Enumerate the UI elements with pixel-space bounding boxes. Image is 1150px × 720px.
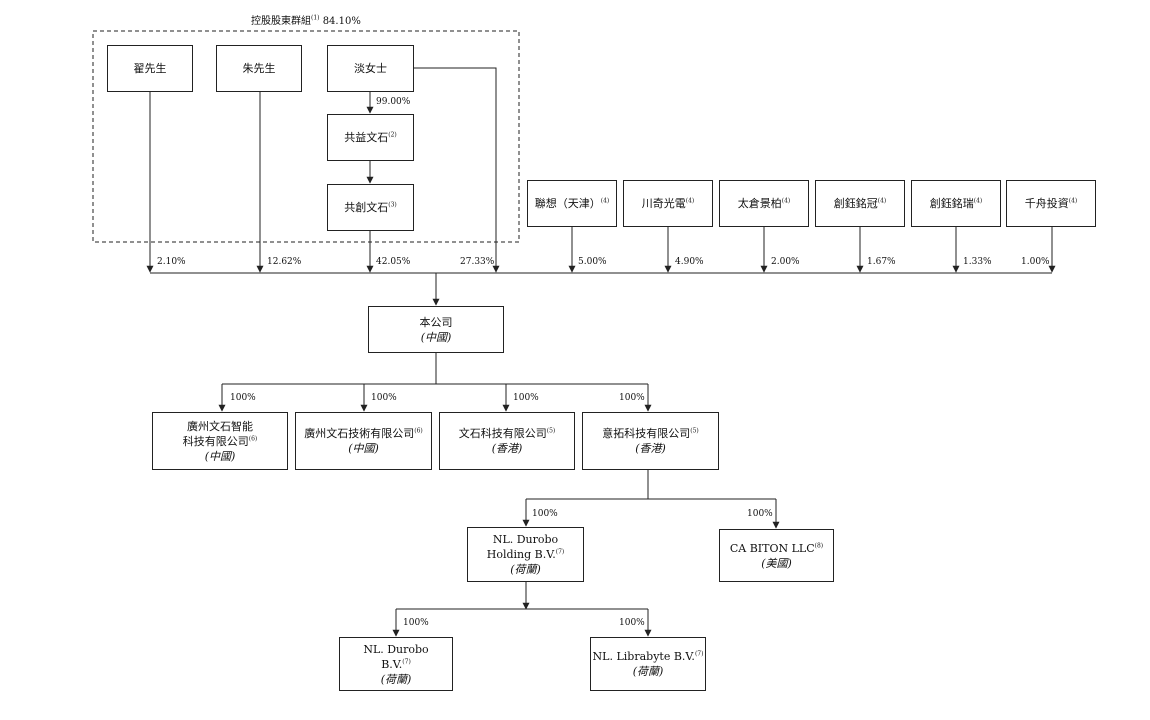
pct-cg1: 1.67% (867, 257, 896, 267)
pct-nl-librabyte: 100% (619, 618, 645, 628)
holder-gongchuang: 共創文石(3) (327, 184, 414, 231)
sub-nl-librabyte: NL. Librabyte B.V.(7) (荷蘭) (590, 637, 706, 691)
pct-tan-gongyi: 99.00% (376, 97, 411, 107)
pct-nl-holding: 100% (532, 509, 558, 519)
sub-ca-biton: CA BITON LLC(8) (美國) (719, 529, 834, 582)
pct-gongchuang: 42.05% (376, 257, 411, 267)
holder-chuanqi: 川奇光電(4) (623, 180, 713, 227)
pct-nl-bv: 100% (403, 618, 429, 628)
holder-cg2: 創鈺銘瑞(4) (911, 180, 1001, 227)
holder-gongyi: 共益文石(2) (327, 114, 414, 161)
company-box: 本公司 (中國) (368, 306, 504, 353)
holder-cg1: 創鈺銘冠(4) (815, 180, 905, 227)
sub-gz-smart: 廣州文石智能 科技有限公司(6) (中國) (152, 412, 288, 470)
controlling-group-title: 控股股東群組(1) 84.10% (251, 14, 361, 27)
sub-wenshi-hk: 文石科技有限公司(5) (香港) (439, 412, 575, 470)
sub-nl-holding: NL. Durobo Holding B.V.(7) (荷蘭) (467, 527, 584, 582)
pct-qianzhou: 1.00% (1021, 257, 1050, 267)
pct-cg2: 1.33% (963, 257, 992, 267)
arrow-tan (413, 67, 500, 273)
holder-zhu: 朱先生 (216, 45, 302, 92)
pct-wenshi-hk: 100% (513, 393, 539, 403)
pct-zhu: 12.62% (267, 257, 302, 267)
controlling-group-border (92, 30, 520, 243)
holder-qianzhou: 千舟投資(4) (1006, 180, 1096, 227)
sub-gz-tech: 廣州文石技術有限公司(6) (中國) (295, 412, 432, 470)
holder-tan: 淡女士 (327, 45, 414, 92)
pct-chuanqi: 4.90% (675, 257, 704, 267)
pct-tan: 27.33% (460, 257, 495, 267)
pct-gz-smart: 100% (230, 393, 256, 403)
sub-yituo: 意拓科技有限公司(5) (香港) (582, 412, 719, 470)
holder-taicang: 太倉景柏(4) (719, 180, 809, 227)
pct-taicang: 2.00% (771, 257, 800, 267)
holder-qu: 翟先生 (107, 45, 193, 92)
pct-qu: 2.10% (157, 257, 186, 267)
holder-lenovo: 聯想（天津）(4) (527, 180, 617, 227)
pct-lenovo: 5.00% (578, 257, 607, 267)
pct-gz-tech: 100% (371, 393, 397, 403)
sub-nl-bv: NL. Durobo B.V.(7) (荷蘭) (339, 637, 453, 691)
pct-ca-biton: 100% (747, 509, 773, 519)
pct-yituo: 100% (619, 393, 645, 403)
